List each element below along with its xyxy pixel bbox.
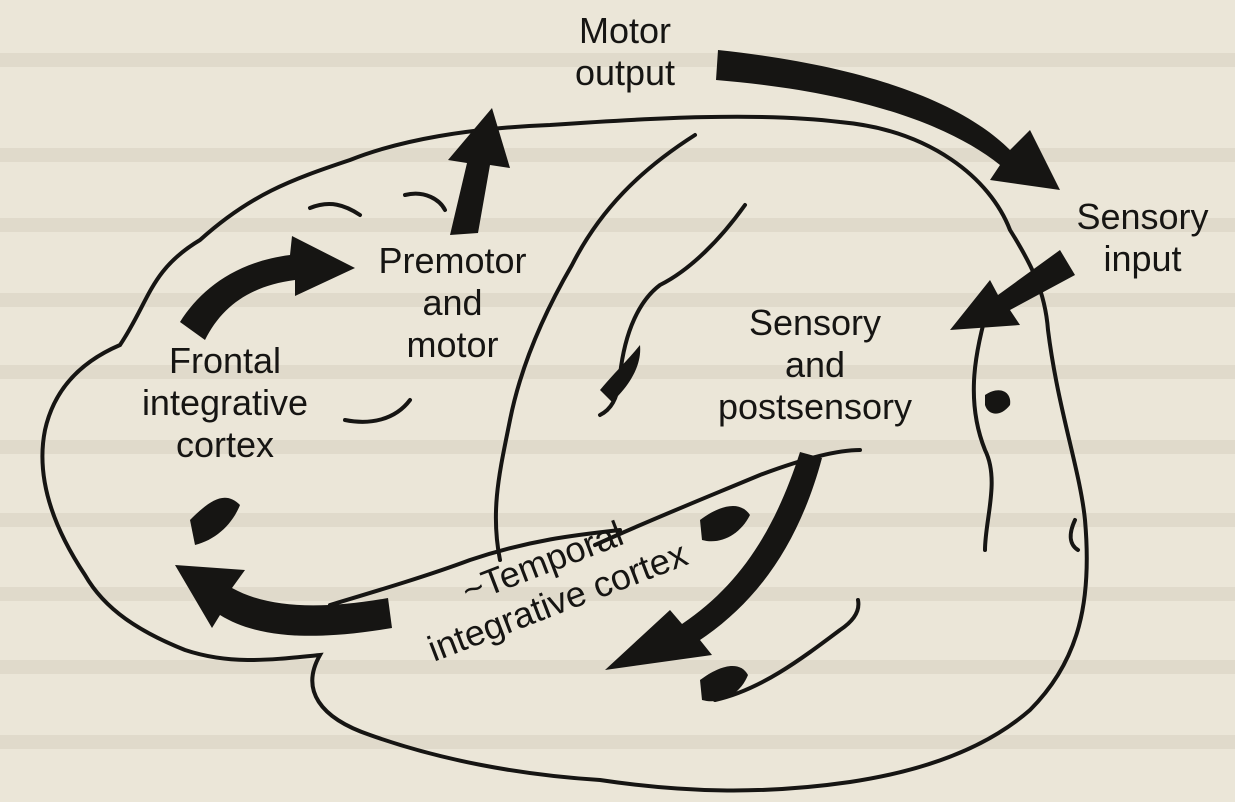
label-sensory-post-line-3: postsensory — [690, 386, 940, 428]
label-sensory-and-postsensory: Sensory and postsensory — [690, 302, 940, 428]
label-motor-output: Motor output — [540, 10, 710, 94]
label-premotor-line-3: motor — [355, 324, 550, 366]
label-sensory-input-line-1: Sensory — [1050, 196, 1235, 238]
label-frontal-line-3: cortex — [110, 424, 340, 466]
label-sensory-input-line-2: input — [1050, 238, 1235, 280]
label-frontal-integrative-cortex: Frontal integrative cortex — [110, 340, 340, 466]
superior-frontal-fissure — [310, 204, 360, 215]
curved-arrow-frontal-to-premotor — [180, 236, 355, 340]
curved-arrow-motor-to-sensory — [716, 50, 1060, 190]
label-frontal-line-1: Frontal — [110, 340, 340, 382]
label-sensory-post-line-2: and — [690, 344, 940, 386]
frontal-sulcus — [345, 400, 410, 422]
label-motor-output-line-1: Motor — [540, 10, 710, 52]
label-sensory-post-line-1: Sensory — [690, 302, 940, 344]
label-frontal-line-2: integrative — [110, 382, 340, 424]
label-sensory-input: Sensory input — [1050, 196, 1235, 280]
label-premotor-line-2: and — [355, 282, 550, 324]
occipital-mark — [985, 390, 1010, 413]
label-premotor-line-1: Premotor — [355, 240, 550, 282]
label-motor-output-line-2: output — [540, 52, 710, 94]
superior-fissure-2 — [405, 194, 445, 210]
occipital-sulcus — [974, 300, 992, 550]
label-premotor-and-motor: Premotor and motor — [355, 240, 550, 366]
